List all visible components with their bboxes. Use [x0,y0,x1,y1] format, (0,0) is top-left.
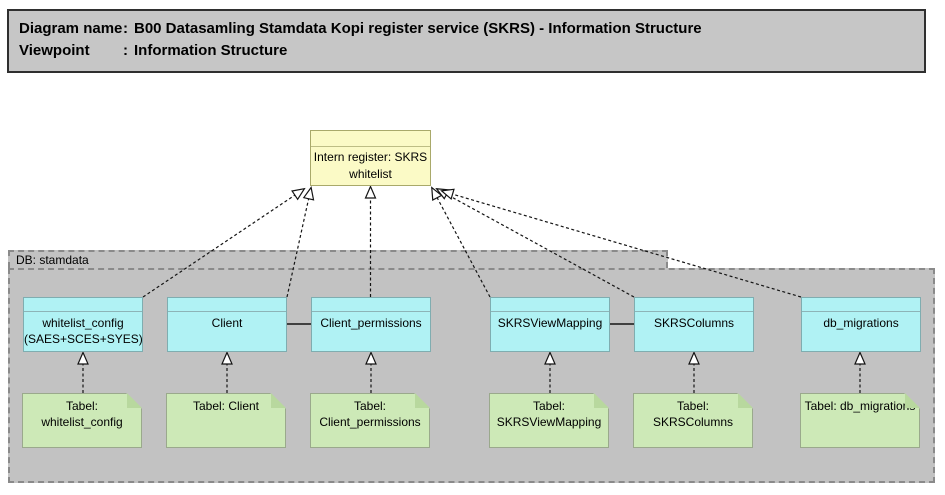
diagram-name-separator: : [123,20,128,37]
entity-skrsviewmapping[interactable]: SKRSViewMapping [490,297,610,352]
note-fold-icon [415,393,430,408]
viewpoint-label: Viewpoint [19,42,90,59]
note-fold-icon [271,393,286,408]
note-label: Tabel: SKRSColumns [652,399,734,429]
note-whitelist-config[interactable]: Tabel: whitelist_config [22,393,142,448]
note-label: Tabel: Client_permissions [319,399,421,429]
register-node-label: Intern register: SKRS whitelist [313,150,428,181]
register-node-header [311,131,430,147]
title-block: Diagram name: B00 Datasamling Stamdata Ko… [7,9,926,73]
entity-header [491,298,609,312]
entity-header [24,298,142,312]
viewpoint-separator: : [123,42,128,59]
db-group-body[interactable] [8,268,935,483]
note-client-permissions[interactable]: Tabel: Client_permissions [310,393,430,448]
entity-label: whitelist_config (SAES+SCES+SYES) [24,316,143,346]
entity-label: Client [211,316,243,330]
entity-label: db_migrations [823,316,899,330]
note-fold-icon [127,393,142,408]
diagram-name-label: Diagram name [19,20,123,37]
viewpoint-value: Information Structure [134,42,288,59]
realization-whitelist-config [142,187,306,298]
db-group-label: DB: stamdata [16,253,89,267]
realization-skrscolumns [435,188,635,298]
entity-label: SKRSColumns [653,316,735,330]
note-client[interactable]: Tabel: Client [166,393,286,448]
entity-header [168,298,286,312]
realization-client [286,186,315,298]
entity-client[interactable]: Client [167,297,287,352]
realization-db-migrations [440,188,802,298]
realization-skrsviewmapping [431,186,491,298]
entity-whitelist-config[interactable]: whitelist_config (SAES+SCES+SYES) [23,297,143,352]
diagram-name-row: Diagram name: B00 Datasamling Stamdata Ko… [19,18,924,40]
diagram-name-value: B00 Datasamling Stamdata Kopi register s… [134,20,702,37]
viewpoint-row: Viewpoint: Information Structure [19,40,924,62]
note-fold-icon [905,393,920,408]
note-skrsviewmapping[interactable]: Tabel: SKRSViewMapping [489,393,609,448]
note-fold-icon [594,393,609,408]
entity-skrscolumns[interactable]: SKRSColumns [634,297,754,352]
note-label: Tabel: whitelist_config [41,399,123,429]
db-group-label-strip[interactable]: DB: stamdata [8,250,668,268]
note-fold-icon [738,393,753,408]
entity-header [312,298,430,312]
entity-header [802,298,920,312]
entity-client-permissions[interactable]: Client_permissions [311,297,431,352]
note-skrscolumns[interactable]: Tabel: SKRSColumns [633,393,753,448]
entity-label: Client_permissions [320,316,422,330]
note-db-migrations[interactable]: Tabel: db_migrations [800,393,920,448]
note-label: Tabel: SKRSViewMapping [496,399,602,429]
entity-header [635,298,753,312]
note-label: Tabel: Client [192,399,260,413]
entity-label: SKRSViewMapping [497,316,603,330]
register-node[interactable]: Intern register: SKRS whitelist [310,130,431,186]
entity-db-migrations[interactable]: db_migrations [801,297,921,352]
note-label: Tabel: db_migrations [804,399,916,413]
